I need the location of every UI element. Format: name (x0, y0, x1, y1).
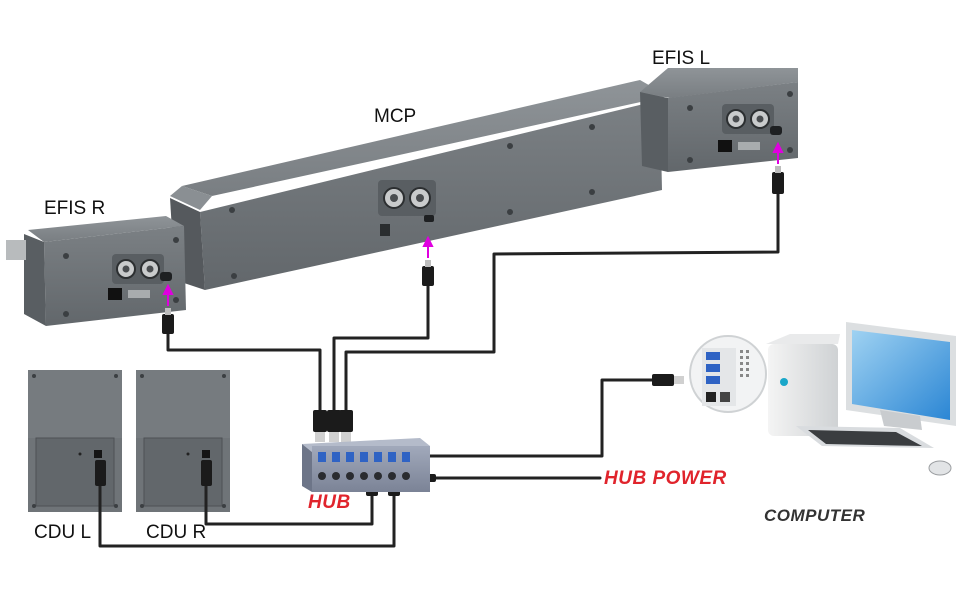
label-hub-power: HUB POWER (604, 468, 727, 489)
usb-plug-icon (313, 410, 327, 442)
cable-cdu-r (204, 482, 374, 526)
cdu-r-device (136, 370, 230, 512)
cable-efis-r (166, 330, 322, 414)
cable-computer (420, 378, 656, 458)
efis-r-device (6, 216, 186, 326)
ethernet-port-icon (108, 288, 122, 300)
rear-ports-zoom (689, 335, 767, 413)
cable-cdu-l (98, 482, 396, 548)
usb-plug-icon (339, 410, 353, 442)
label-efis-l: EFIS L (652, 48, 711, 69)
ethernet-port-icon (718, 140, 732, 152)
cable-mcp (332, 284, 430, 414)
mcp-device (170, 80, 668, 290)
label-cdu-l: CDU L (34, 522, 92, 543)
usb-hub-device (302, 438, 430, 492)
label-cdu-r: CDU R (146, 522, 207, 543)
cable-efis-l (344, 192, 780, 414)
label-mcp: MCP (374, 106, 417, 127)
mouse-icon (928, 460, 952, 476)
label-hub: HUB (308, 492, 351, 513)
efis-r-connector-icon (112, 254, 164, 284)
label-efis-r: EFIS R (44, 198, 106, 219)
efis-l-connector-icon (722, 104, 774, 134)
usb-plug-icon (772, 166, 784, 194)
label-computer: COMPUTER (764, 506, 866, 525)
usb-plug-icon (162, 308, 174, 334)
computer-device (689, 322, 956, 476)
usb-plug-icon (327, 410, 341, 442)
cdu-l-device (28, 370, 122, 512)
usb-plug-icon (422, 260, 434, 286)
cables (98, 192, 780, 548)
mcp-connector-icon (378, 180, 436, 216)
usb-plug-icon (201, 460, 212, 486)
usb-plug-icon (652, 374, 684, 386)
usb-plug-icon (95, 460, 106, 486)
monitor-icon (846, 322, 956, 430)
keyboard-icon (796, 426, 934, 448)
efis-l-device (640, 68, 798, 172)
